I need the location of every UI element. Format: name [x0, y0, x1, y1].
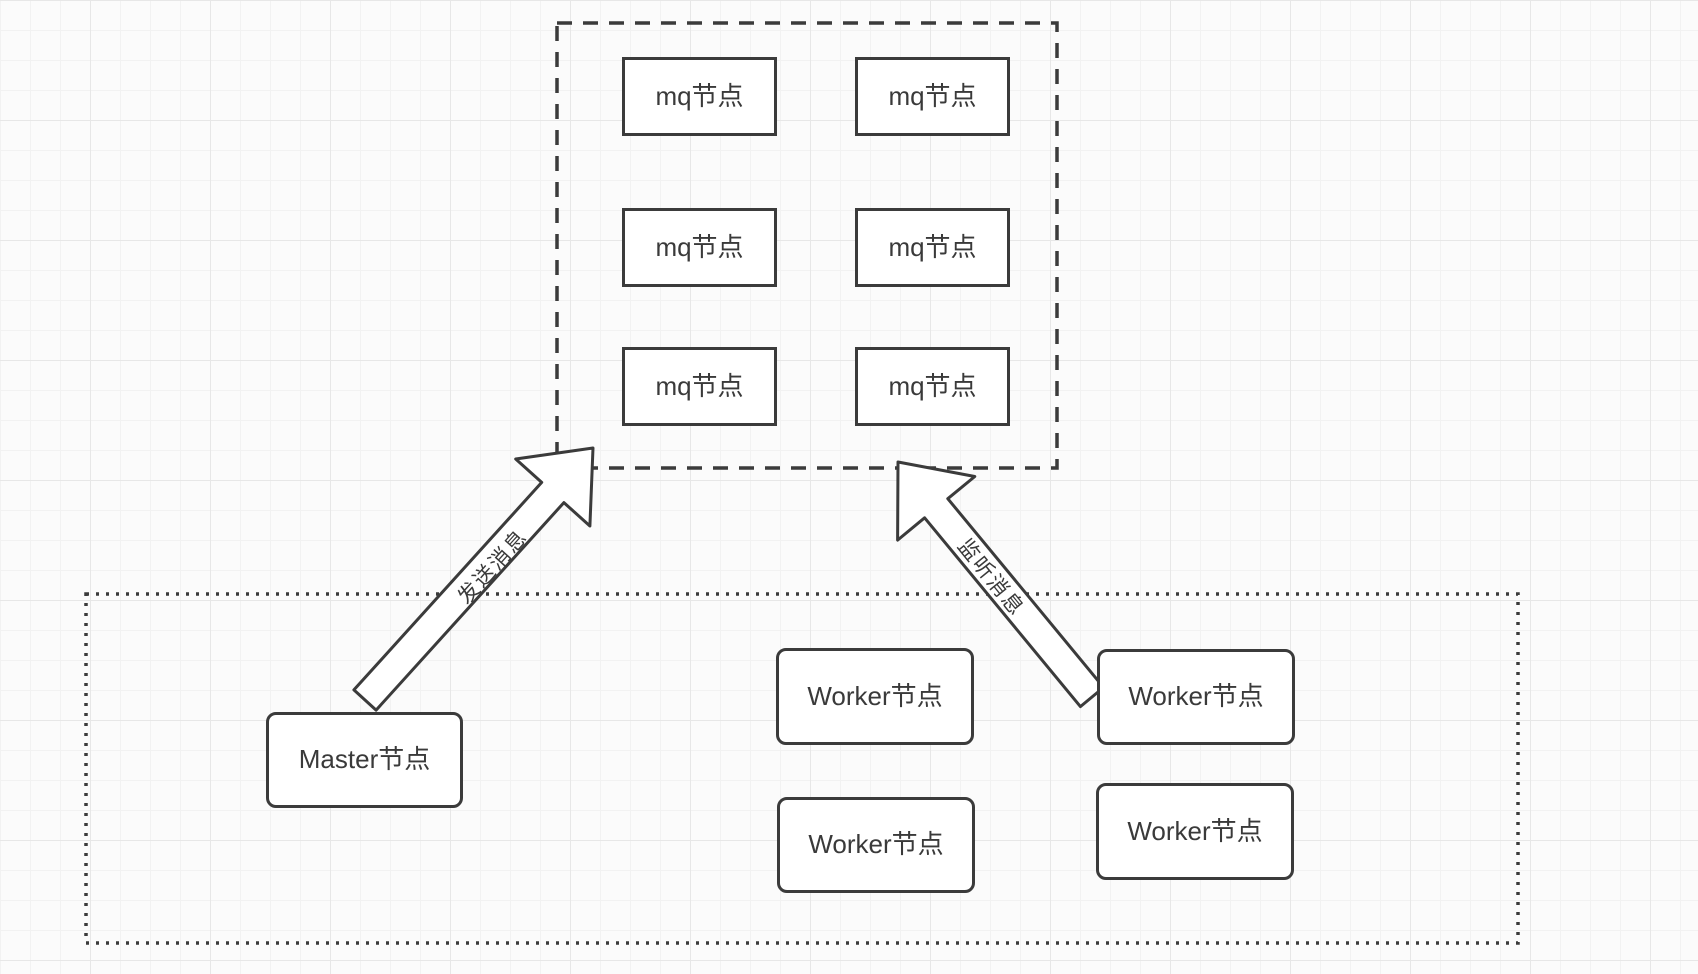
send-message-arrow[interactable] — [352, 446, 595, 712]
mq-node-label: mq节点 — [888, 370, 977, 401]
worker-node-box[interactable]: Worker节点 — [777, 797, 975, 893]
mq-node-box[interactable]: mq节点 — [622, 57, 777, 136]
mq-node-box[interactable]: mq节点 — [855, 347, 1010, 426]
worker-node-box[interactable]: Worker节点 — [1096, 783, 1294, 880]
listen-message-arrow[interactable] — [896, 460, 1106, 709]
worker-node-box[interactable]: Worker节点 — [1097, 649, 1295, 745]
mq-node-box[interactable]: mq节点 — [855, 208, 1010, 287]
master-node-box[interactable]: Master节点 — [266, 712, 463, 808]
worker-node-label: Worker节点 — [1128, 681, 1264, 712]
mq-node-label: mq节点 — [888, 231, 977, 262]
worker-node-box[interactable]: Worker节点 — [776, 648, 974, 745]
mq-node-label: mq节点 — [888, 80, 977, 111]
worker-node-label: Worker节点 — [807, 680, 943, 711]
mq-node-label: mq节点 — [655, 370, 744, 401]
mq-node-box[interactable]: mq节点 — [622, 208, 777, 287]
worker-node-label: Worker节点 — [808, 829, 944, 860]
mq-node-box[interactable]: mq节点 — [855, 57, 1010, 136]
mq-node-box[interactable]: mq节点 — [622, 347, 777, 426]
master-node-label: Master节点 — [298, 744, 431, 775]
mq-node-label: mq节点 — [655, 80, 744, 111]
worker-node-label: Worker节点 — [1127, 815, 1263, 846]
mq-node-label: mq节点 — [655, 231, 744, 262]
mq-cluster-boundary[interactable] — [555, 21, 1059, 470]
